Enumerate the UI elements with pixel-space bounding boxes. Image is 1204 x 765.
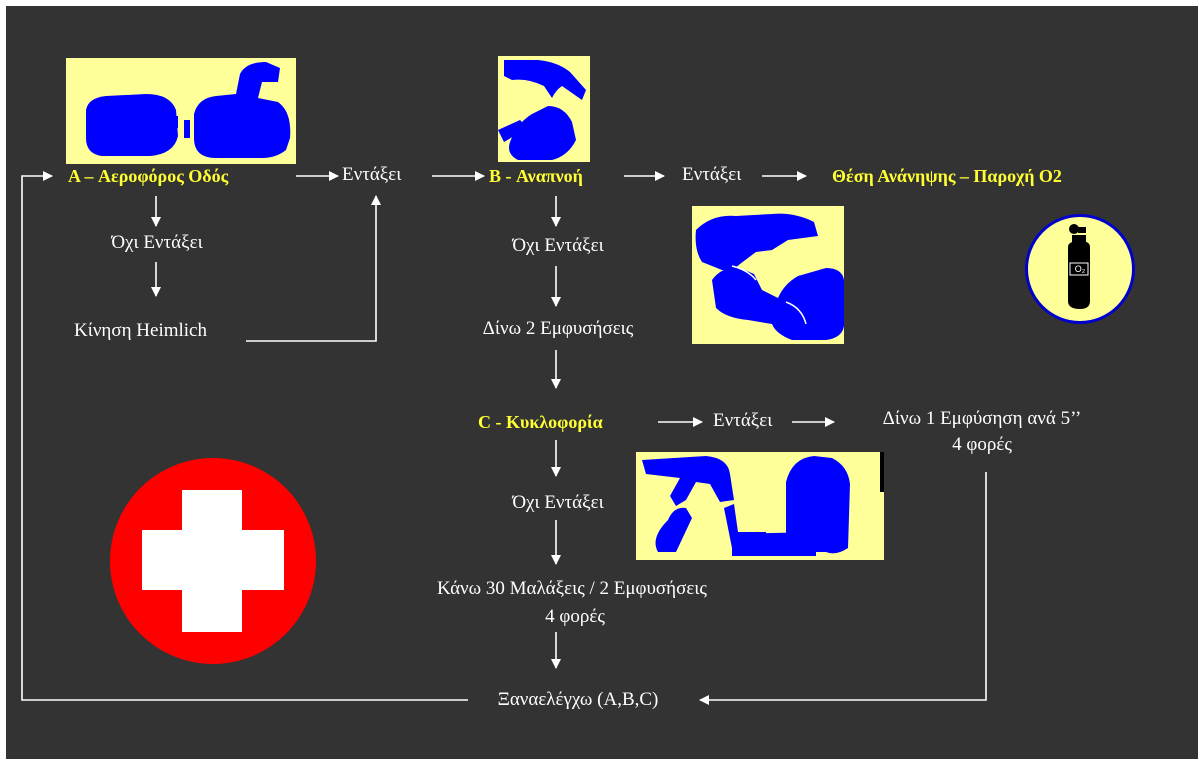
rescue-breaths-illustration [692,206,844,344]
oxygen-tank-label: O₂ [1074,264,1086,274]
step-recovery-oxygen: Θέση Ανάνηψης – Παροχή O2 [832,166,1062,186]
step-a-airway: A – Αεροφόρος Οδός [68,166,229,186]
step-b-breathing: B - Αναπνοή [489,166,583,186]
label-recheck: Ξαναελέγχω (A,B,C) [497,689,659,710]
red-cross-icon [110,458,316,664]
label-ok-a: Εντάξει [342,164,402,185]
airway-illustration [66,58,296,164]
oxygen-tank-icon: O₂ [1025,214,1135,324]
label-compressions: Κάνω 30 Μαλάξεις / 2 Εμφυσήσεις [437,578,707,599]
label-not-ok-a: Όχι Εντάξει [111,232,203,253]
label-two-breaths: Δίνω 2 Εμφυσήσεις [482,318,634,339]
label-heimlich: Κίνηση Heimlich [74,320,207,341]
label-one-breath: Δίνω 1 Εμφύσηση ανά 5’’ [882,408,1082,429]
label-one-breath-times: 4 φορές [952,434,1012,455]
loop-recheck-to-a [21,175,468,701]
arrow-onebreath-to-recheck [699,472,987,705]
label-not-ok-c: Όχι Εντάξει [512,492,604,513]
label-ok-b: Εντάξει [682,164,742,185]
label-not-ok-b: Όχι Εντάξει [512,235,604,256]
step-c-circulation: C - Κυκλοφορία [478,412,603,432]
arrow-heimlich-to-ok [246,195,381,342]
chest-compressions-illustration [636,452,884,560]
label-compressions-times: 4 φορές [545,606,605,627]
label-ok-c: Εντάξει [713,410,773,431]
breathing-check-illustration [498,56,590,162]
